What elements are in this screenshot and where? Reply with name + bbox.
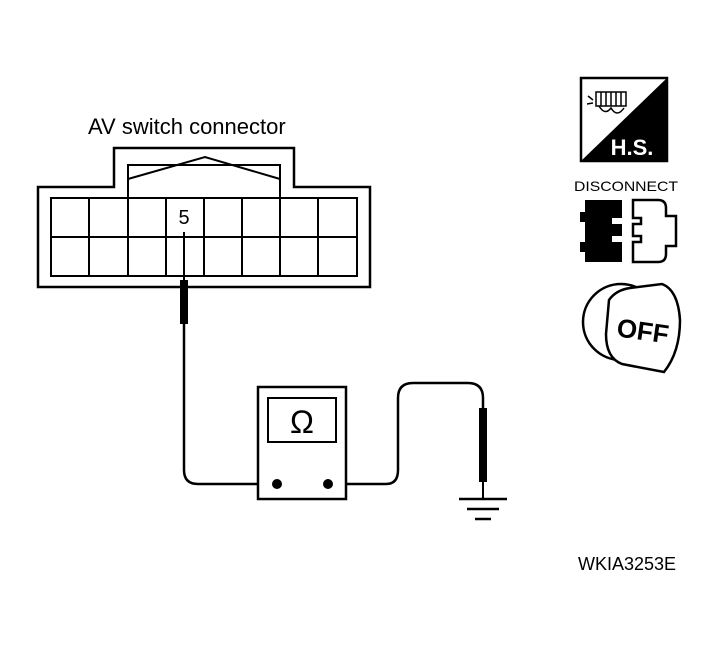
connector-title: AV switch connector	[88, 114, 286, 139]
hot-shot-icon	[579, 76, 669, 163]
figure-id: WKIA3253E	[578, 554, 676, 574]
terminal-5-label: 5	[178, 207, 189, 229]
ignition-off-label: OFF	[615, 313, 671, 350]
meter-terminal-negative	[323, 479, 333, 489]
hot-shot-label: H.S.	[611, 135, 654, 160]
ohmmeter	[256, 385, 348, 501]
meter-lead-negative	[328, 381, 485, 486]
disconnect-icon	[580, 198, 678, 264]
meter-terminal-positive	[272, 479, 282, 489]
ground-icon	[459, 497, 507, 521]
meter-display	[267, 397, 337, 443]
connector-probe	[180, 232, 188, 324]
ignition-off-icon	[581, 282, 682, 374]
disconnect-label: DISCONNECT	[574, 178, 678, 194]
ohm-symbol: Ω	[290, 404, 314, 440]
ground-probe	[479, 408, 487, 498]
meter-lead-positive	[182, 324, 277, 486]
av-switch-connector	[36, 146, 372, 289]
